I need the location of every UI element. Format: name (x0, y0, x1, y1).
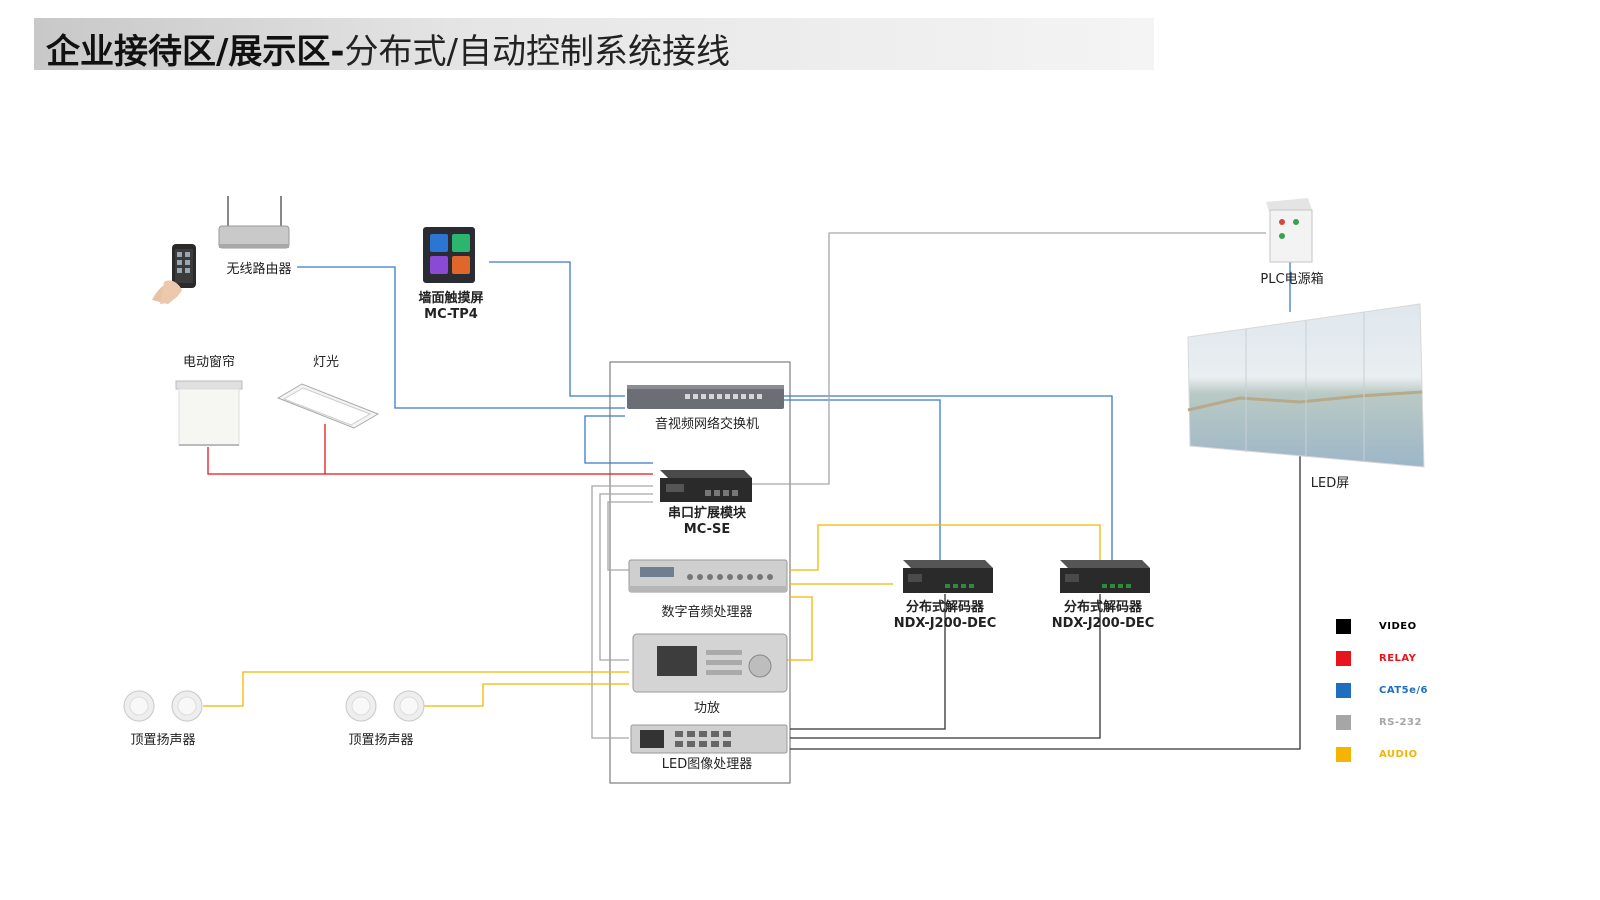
speaker1-label: 顶置扬声器 (130, 733, 196, 748)
decoder1-icon (903, 560, 993, 593)
title-main: 企业接待区/展示区 (46, 32, 331, 72)
phone-icon (152, 244, 196, 304)
decoder2-model-label: NDX-J200-DEC (1051, 616, 1155, 631)
relay-line-curtain (207, 447, 653, 475)
legend-swatch-cat (1336, 682, 1351, 698)
cat-line-switch-decoder2 (783, 395, 1113, 563)
serial-module-model-label: MC-SE (683, 522, 731, 537)
serial-module-icon (660, 470, 752, 502)
decoder1-model-label: NDX-J200-DEC (893, 616, 997, 631)
audio-processor-label: 数字音频处理器 (661, 605, 753, 620)
led-processor-icon (630, 724, 788, 754)
led-screen-icon (1187, 303, 1425, 468)
decoder2-icon (1060, 560, 1150, 593)
legend-item-relay: RELAY (1336, 650, 1416, 666)
legend-item-video: VIDEO (1336, 618, 1417, 634)
led-processor-label: LED图像处理器 (661, 757, 753, 772)
amplifier-label: 功放 (693, 701, 721, 716)
legend-label-cat: CAT5e/6 (1379, 684, 1428, 696)
video-line-decoder1-ledproc (790, 594, 946, 730)
network-switch-icon (627, 385, 784, 409)
legend-label-audio: AUDIO (1379, 748, 1418, 760)
decoder2-name-label: 分布式解码器 (1063, 600, 1143, 615)
legend-swatch-audio (1336, 746, 1351, 762)
legend-item-audio: AUDIO (1336, 746, 1418, 762)
video-line-ledproc-ledscreen (790, 440, 1301, 750)
decoder1-name-label: 分布式解码器 (905, 600, 985, 615)
legend-item-cat: CAT5e/6 (1336, 682, 1428, 698)
curtain-icon (175, 380, 243, 446)
legend-swatch-rs232 (1336, 714, 1351, 730)
audio-line-amp-speaker2 (423, 683, 629, 707)
led-screen-label: LED屏 (1310, 476, 1350, 491)
serial-module-name-label: 串口扩展模块 (667, 506, 747, 521)
title-sub: 分布式/自动控制系统接线 (344, 32, 731, 72)
equipment-rack-frame (609, 361, 791, 784)
curtain-label: 电动窗帘 (182, 355, 236, 370)
title-dash: - (330, 32, 345, 72)
rs232-line-serial-dsp (607, 501, 653, 571)
router-icon (218, 196, 290, 249)
legend-label-relay: RELAY (1379, 652, 1417, 664)
cat-line-router-switch (297, 266, 625, 409)
rs232-line-serial-led-proc (591, 485, 653, 739)
touch-panel-model-label: MC-TP4 (424, 307, 478, 322)
rs232-lines (591, 232, 1266, 739)
cat-line-switch-serial (584, 415, 653, 464)
light-label: 灯光 (312, 355, 340, 370)
light-fixture-icon (276, 383, 380, 429)
legend-item-rs232: RS-232 (1336, 714, 1422, 730)
amplifier-icon (632, 633, 788, 693)
rs232-line-serial-plc (751, 232, 1266, 485)
legend-swatch-relay (1336, 650, 1351, 666)
speaker-icons-left (123, 690, 203, 722)
page-title: 企业接待区/展示区-分布式/自动控制系统接线 (46, 24, 730, 73)
cat-line-touch-switch (489, 261, 625, 397)
plc-box-label: PLC电源箱 (1260, 272, 1324, 287)
touch-panel-icon (423, 227, 475, 283)
title-bar (34, 18, 1154, 70)
plc-box-icon (1266, 198, 1313, 263)
cat-lines (297, 257, 1291, 563)
audio-line-dsp-amp (787, 596, 813, 661)
video-lines (790, 440, 1301, 750)
video-line-decoder2-ledproc (790, 594, 1101, 739)
legend-swatch-video (1336, 618, 1351, 634)
speaker2-label: 顶置扬声器 (348, 733, 414, 748)
router-label: 无线路由器 (226, 262, 292, 277)
audio-line-decoder2-dsp (790, 524, 1101, 576)
audio-line-amp-speaker1 (203, 671, 629, 707)
rs232-line-serial-amp (599, 493, 653, 661)
cat-line-switch-decoder1 (783, 399, 941, 563)
touch-panel-name-label: 墙面触摸屏 (418, 291, 484, 306)
switch-label: 音视频网络交换机 (654, 417, 760, 432)
speaker-icons-right (345, 690, 425, 722)
legend-label-rs232: RS-232 (1379, 716, 1422, 728)
legend-label-video: VIDEO (1379, 620, 1417, 632)
audio-lines (203, 524, 1101, 707)
audio-processor-icon (628, 559, 788, 593)
relay-lines (207, 424, 653, 475)
